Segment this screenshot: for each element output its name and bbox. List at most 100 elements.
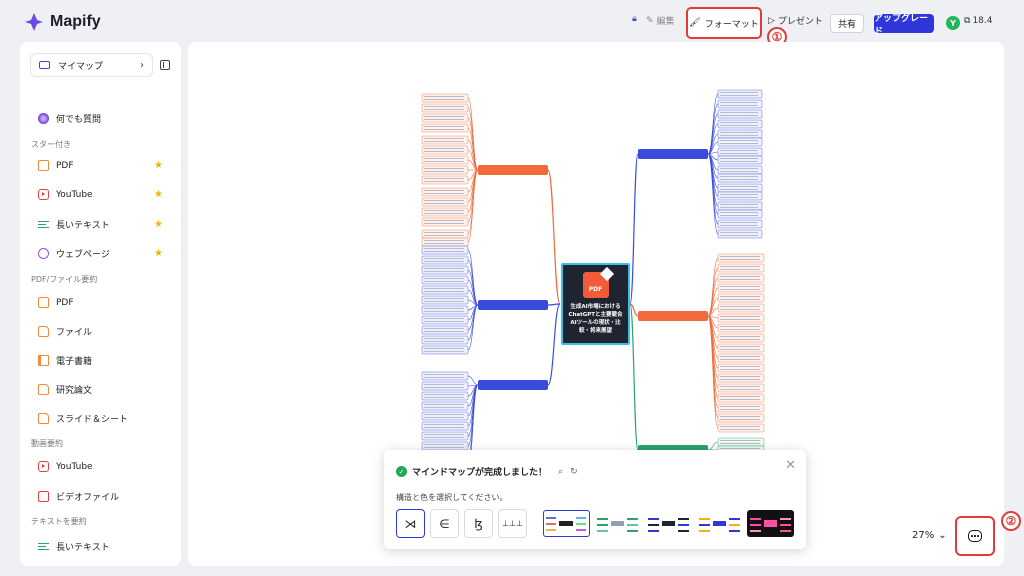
color-theme-4[interactable] (696, 510, 743, 537)
leaf-node (421, 285, 469, 295)
leaf-node (717, 303, 765, 313)
main-branch (629, 303, 639, 451)
leaf-text-line (720, 95, 758, 96)
leaf-text-line (720, 379, 760, 380)
leaf-text-line (424, 248, 464, 249)
sidebar-item-slides-sheets[interactable]: スライド＆シート (38, 412, 163, 425)
sidebar-item-starred-pdf[interactable]: PDF ★ (38, 160, 163, 171)
mindmap-graph[interactable] (188, 42, 1004, 566)
leaf-text-line (720, 319, 760, 320)
central-topic-node[interactable]: PDF 生成AI市場における ChatGPTと主要競合 AIツールの現状・比較・… (561, 263, 630, 345)
lock-icon[interactable]: 🔒︎ (632, 14, 637, 24)
structure-mindmap-button[interactable]: ⋊ (396, 509, 425, 538)
leaf-text-line (720, 143, 758, 144)
leaf-node (717, 155, 763, 165)
leaf-node (717, 423, 765, 433)
color-theme-1[interactable] (543, 510, 590, 537)
leaf-text-line (424, 351, 464, 352)
avatar[interactable]: Y (946, 16, 960, 30)
my-maps-button[interactable]: マイマップ › (30, 53, 153, 77)
sidebar-item-ebook[interactable]: 電子書籍 (38, 354, 163, 367)
leaf-node (717, 333, 765, 343)
structure-tree-button[interactable]: ɮ (464, 509, 493, 538)
feedback-icon[interactable]: ⌕ (558, 466, 564, 477)
sidebar-item-video-file[interactable]: ビデオファイル (38, 490, 163, 503)
color-theme-3[interactable] (645, 510, 692, 537)
leaf-node (421, 187, 469, 197)
sidebar-item-label: YouTube (56, 461, 93, 472)
file-icon (38, 326, 49, 337)
leaf-node (717, 383, 765, 393)
share-button[interactable]: 共有 (830, 14, 864, 33)
credits-icon: ⧉ (964, 16, 971, 26)
star-icon[interactable]: ★ (154, 219, 163, 230)
sidebar-item-file[interactable]: ファイル (38, 325, 163, 338)
leaf-node (421, 431, 469, 441)
sidebar-item-starred-long-text[interactable]: 長いテキスト ★ (38, 218, 163, 231)
upgrade-button[interactable]: アップグレード (874, 14, 934, 37)
leaf-text-line (424, 427, 464, 428)
leaf-text-line (424, 291, 464, 292)
present-button[interactable]: ▷ プレゼント (768, 14, 823, 28)
sidebar-item-pdf[interactable]: PDF (38, 297, 163, 308)
popup-title: マインドマップが完成しました！ (412, 468, 548, 478)
leaf-node (421, 295, 469, 305)
leaf-text-line (720, 92, 758, 93)
leaf-text-line (720, 132, 758, 133)
collapse-sidebar-icon[interactable] (160, 60, 170, 70)
star-icon[interactable]: ★ (154, 248, 163, 259)
star-icon[interactable]: ★ (154, 160, 163, 171)
leaf-text-line (720, 266, 760, 267)
leaf-text-line (720, 125, 758, 126)
color-theme-2[interactable] (594, 510, 641, 537)
sidebar-item-text-long[interactable]: 長いテキスト (38, 540, 163, 553)
text-lines-icon (38, 542, 49, 551)
refresh-icon[interactable]: ↻ (570, 466, 578, 477)
chat-button[interactable] (955, 516, 995, 556)
leaf-text-line (424, 278, 464, 279)
app-logo[interactable]: Mapify (24, 12, 101, 32)
leaf-node (717, 283, 765, 293)
leaf-text-line (424, 437, 464, 438)
leaf-node (421, 381, 469, 391)
leaf-text-line (424, 129, 464, 130)
leaf-node (421, 255, 469, 265)
leaf-text-line (720, 259, 760, 260)
sidebar-item-starred-youtube[interactable]: YouTube ★ (38, 189, 163, 200)
sidebar-item-research-paper[interactable]: 研究論文 (38, 383, 163, 396)
leaf-text-line (424, 377, 464, 378)
leaf-connector (707, 153, 719, 215)
sidebar-item-ask[interactable]: 何でも質問 (38, 112, 163, 125)
sidebar-item-starred-webpage[interactable]: ウェブページ ★ (38, 247, 163, 260)
globe-icon (38, 248, 49, 259)
leaf-text-line (424, 424, 464, 425)
pdf-badge-label: PDF (588, 286, 603, 294)
color-theme-5[interactable] (747, 510, 794, 537)
section-starred: スター付き (31, 140, 71, 149)
zoom-control[interactable]: 27% ⌄ (912, 530, 947, 541)
leaf-connector (467, 127, 479, 171)
leaf-node (717, 437, 765, 447)
structure-org-button[interactable]: ⊥⊥⊥ (498, 509, 527, 538)
check-circle-icon: ✓ (396, 466, 407, 477)
structure-right-button[interactable]: ∈ (430, 509, 459, 538)
main-branch (547, 303, 561, 386)
leaf-text-line (720, 386, 760, 387)
close-icon[interactable]: ✕ (785, 458, 796, 473)
leaf-connector (467, 169, 479, 243)
leaf-text-line (424, 148, 464, 149)
sidebar: マイマップ › 何でも質問 スター付き PDF ★ YouTube ★ 長いテキ… (20, 42, 181, 566)
theme-preview-icon (699, 518, 740, 532)
edit-button[interactable]: ✎ 編集 (646, 14, 675, 28)
leaf-text-line (720, 326, 760, 327)
app-name: Mapify (50, 13, 101, 30)
credits-display[interactable]: ⧉ 18.4 (964, 16, 992, 26)
leaf-text-line (424, 444, 464, 445)
star-icon[interactable]: ★ (154, 189, 163, 200)
theme-preview-icon (546, 517, 586, 531)
leaf-text-line (720, 179, 758, 180)
leaf-text-line (424, 161, 464, 162)
format-button[interactable]: 🖌︎ フォーマット (686, 7, 762, 39)
sidebar-item-video-youtube[interactable]: YouTube (38, 461, 163, 472)
youtube-icon (38, 461, 49, 472)
